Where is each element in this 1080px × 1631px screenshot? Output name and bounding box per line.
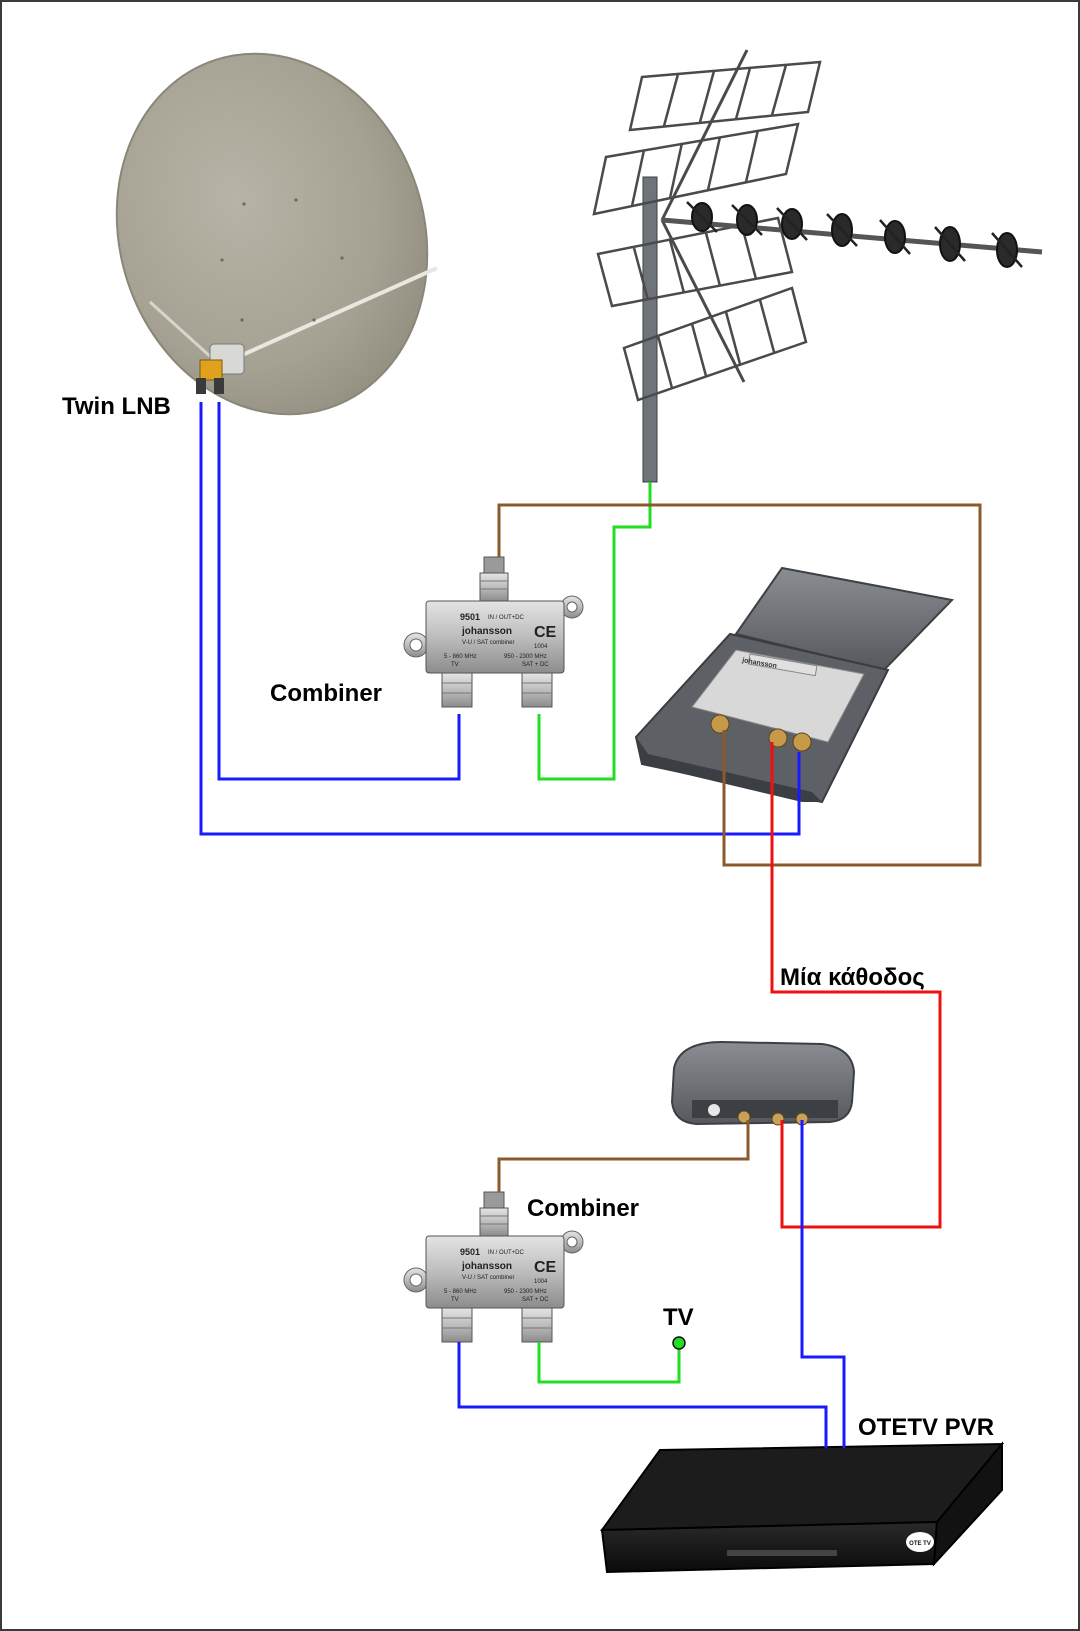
combiner-top-device: 9501 IN / OUT+DC johansson V-U / SAT com…: [403, 556, 584, 708]
svg-text:950 - 2300 MHz: 950 - 2300 MHz: [504, 1289, 547, 1295]
svg-text:TV: TV: [451, 662, 459, 668]
svg-text:IN / OUT+DC: IN / OUT+DC: [488, 615, 525, 621]
pvr-label: OTETV PVR: [858, 1414, 995, 1441]
svg-text:CE: CE: [534, 1259, 557, 1276]
cable-splitter-to-pvr: [800, 1120, 846, 1448]
tv-endpoint-dot: [672, 1336, 686, 1350]
cable-lnb-to-multiswitch: [199, 402, 801, 836]
terrestrial-antenna: [592, 49, 1043, 483]
twin-lnb: [196, 343, 245, 394]
combiner-model: 9501: [460, 612, 480, 622]
svg-text:SAT + DC: SAT + DC: [522, 1297, 549, 1303]
combiner-top-label: Combiner: [270, 680, 383, 707]
ce-mark: CE: [534, 624, 557, 641]
twin-lnb-label: Twin LNB: [62, 393, 171, 420]
satellite-dish: [115, 52, 438, 416]
pvr-logo: OTE TV: [909, 1541, 931, 1547]
multiswitch-device: johansson: [634, 566, 955, 804]
svg-text:950 - 2300 MHz: 950 - 2300 MHz: [504, 654, 547, 660]
cable-lnb-to-combiner: [217, 402, 461, 781]
cable-combiner-to-multiswitch: [497, 503, 982, 867]
svg-text:IN / OUT+DC: IN / OUT+DC: [488, 1250, 525, 1256]
otetv-pvr-device: OTE TV: [600, 1441, 1005, 1574]
svg-text:5 - 860 MHz: 5 - 860 MHz: [444, 654, 477, 660]
cable-downlead: [770, 742, 942, 1229]
cable-combiner-to-tv: [537, 1342, 681, 1384]
cable-splitter-to-combiner: [497, 1120, 750, 1192]
svg-text:V-U / SAT combiner: V-U / SAT combiner: [462, 1275, 514, 1281]
splitter-box: [670, 1040, 856, 1126]
svg-text:johansson: johansson: [461, 1261, 512, 1272]
combiner-brand: johansson: [461, 626, 512, 637]
svg-text:9501: 9501: [460, 1247, 480, 1257]
svg-text:SAT + DC: SAT + DC: [522, 662, 549, 668]
combiner-bottom-label: Combiner: [527, 1195, 640, 1222]
svg-text:1004: 1004: [534, 1279, 548, 1285]
svg-text:TV: TV: [451, 1297, 459, 1303]
cable-combiner-to-pvr: [457, 1342, 828, 1448]
svg-text:5 - 860 MHz: 5 - 860 MHz: [444, 1289, 477, 1295]
svg-text:1004: 1004: [534, 644, 548, 650]
svg-text:V-U / SAT combiner: V-U / SAT combiner: [462, 640, 514, 646]
tv-label: TV: [663, 1304, 694, 1331]
combiner-bottom-device: 9501 IN / OUT+DC johansson V-U / SAT com…: [403, 1191, 584, 1343]
cable-antenna-to-combiner: [537, 482, 652, 781]
single-downlead-label: Μία κάθοδος: [780, 964, 925, 991]
